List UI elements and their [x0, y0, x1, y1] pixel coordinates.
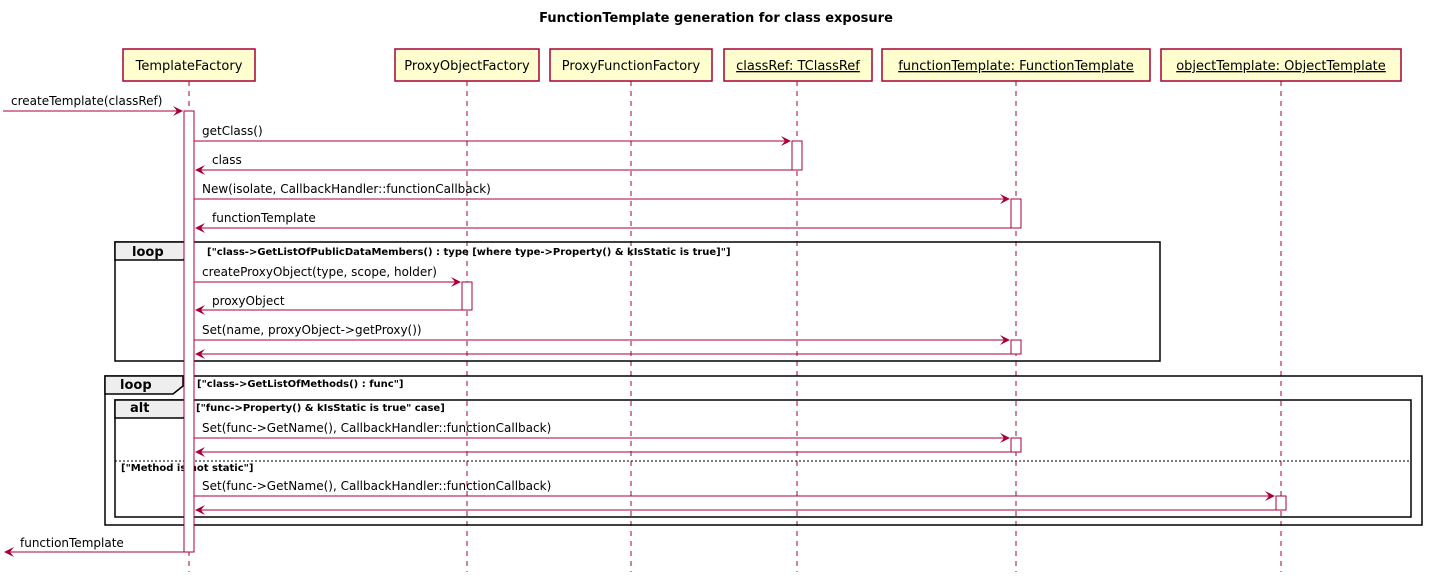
messages: [3, 106, 1276, 557]
message-label-proxy-return: proxyObject: [212, 294, 285, 308]
loop-keyword: loop: [120, 378, 152, 393]
participant-label: functionTemplate: FunctionTemplate: [898, 59, 1134, 74]
message-label-set-method: Set(func->GetName(), CallbackHandler::fu…: [202, 479, 551, 493]
alt-keyword: alt: [130, 401, 149, 416]
message-label-new: New(isolate, CallbackHandler::functionCa…: [202, 182, 491, 196]
activations: [183, 110, 1287, 553]
participant-label: classRef: TClassRef: [736, 59, 860, 74]
loop-guard: ["class->GetListOfPublicDataMembers() : …: [207, 247, 731, 258]
participant-object-template: objectTemplate: ObjectTemplate: [1160, 48, 1402, 82]
participant-proxy-object-factory: ProxyObjectFactory: [394, 48, 540, 82]
activation-template-factory: [183, 110, 195, 553]
message-label-function-template-return: functionTemplate: [212, 211, 316, 225]
message-label-class-return: class: [212, 153, 242, 167]
participant-function-template: functionTemplate: FunctionTemplate: [881, 48, 1151, 82]
activation-object-template: [1275, 495, 1287, 511]
activation-class-ref: [791, 140, 803, 171]
loop-fragment-methods: loop ["class->GetListOfMethods() : func"…: [104, 375, 1423, 526]
message-label-set-static: Set(func->GetName(), CallbackHandler::fu…: [202, 421, 551, 435]
activation-function-template-static: [1010, 437, 1022, 453]
message-label-set-proxy: Set(name, proxyObject->getProxy()): [202, 323, 422, 337]
participants: TemplateFactory ProxyObjectFactory Proxy…: [122, 48, 1402, 82]
participant-label: objectTemplate: ObjectTemplate: [1176, 59, 1386, 74]
loop-fragment-data-members: loop ["class->GetListOfPublicDataMembers…: [114, 241, 1161, 362]
participant-class-ref: classRef: TClassRef: [723, 48, 873, 82]
participant-label: ProxyFunctionFactory: [562, 59, 701, 74]
message-labels: createTemplate(classRef) getClass() clas…: [11, 94, 551, 550]
message-label-create-template: createTemplate(classRef): [11, 94, 162, 108]
message-label-get-class: getClass(): [202, 124, 263, 138]
participant-proxy-function-factory: ProxyFunctionFactory: [549, 48, 713, 82]
activation-proxy-object-factory: [461, 281, 473, 311]
fragments: loop ["class->GetListOfPublicDataMembers…: [104, 241, 1423, 526]
loop-guard: ["class->GetListOfMethods() : func"]: [197, 379, 403, 390]
message-label-final-return: functionTemplate: [20, 536, 124, 550]
participant-label: TemplateFactory: [135, 59, 243, 74]
diagram-title: FunctionTemplate generation for class ex…: [539, 11, 893, 26]
activation-function-template-new: [1010, 198, 1022, 229]
message-label-create-proxy: createProxyObject(type, scope, holder): [202, 265, 437, 279]
participant-template-factory: TemplateFactory: [122, 48, 256, 82]
participant-label: ProxyObjectFactory: [404, 59, 530, 74]
alt-guard: ["func->Property() & kIsStatic is true" …: [196, 403, 445, 414]
activation-function-template-set: [1010, 339, 1022, 355]
loop-keyword: loop: [132, 245, 164, 260]
alt-fragment: alt ["func->Property() & kIsStatic is tr…: [114, 399, 1412, 518]
